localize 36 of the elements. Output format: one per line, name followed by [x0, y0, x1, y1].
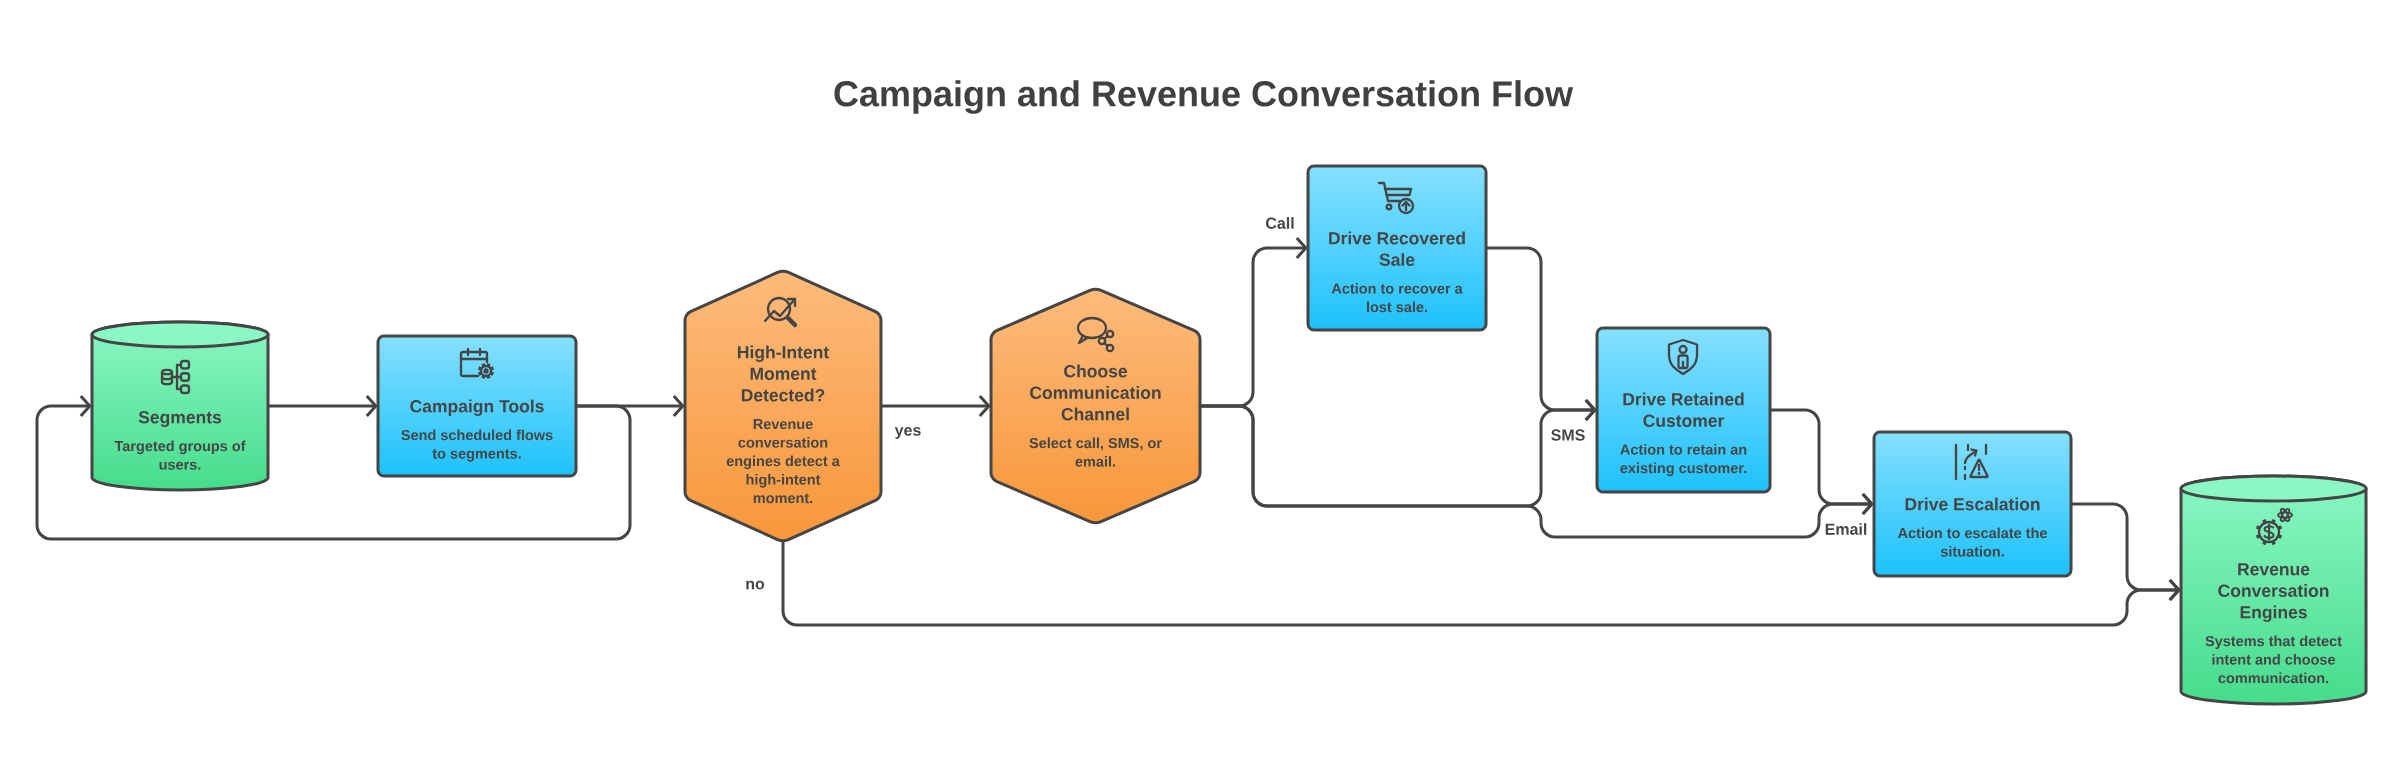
heading-text: Segments — [138, 411, 222, 427]
process-box — [1306, 164, 1488, 332]
edge-label: Email — [1823, 521, 1869, 537]
edge-label: yes — [893, 425, 923, 441]
process-box — [1595, 326, 1772, 494]
description-text: Action to escalate the situation. — [1897, 527, 2047, 557]
database-cylinder — [2179, 474, 2368, 706]
edge-label: no — [743, 579, 767, 591]
heading-text: High-Intent Moment Detected? — [738, 345, 829, 402]
arrow — [35, 395, 632, 541]
heading-text: Choose Communication Channel — [1030, 364, 1161, 421]
arrow — [2069, 502, 2181, 601]
process-box — [1872, 430, 2073, 578]
heading-text: Campaign Tools — [410, 399, 544, 416]
description-text: Systems that detect intent and choose communication. — [2205, 635, 2342, 684]
title: Campaign and Revenue Conversation Flow — [834, 80, 1574, 114]
heading-text: Drive Retained Customer — [1623, 392, 1744, 427]
description-text: Send scheduled flows to segments. — [401, 429, 553, 462]
description-text: Action to recover a lost sale. — [1331, 283, 1463, 313]
description-text: Revenue conversation engines detect a high-intent moment. — [726, 419, 840, 504]
arrow — [266, 395, 378, 417]
description-text: Select call, SMS, or email. — [1029, 437, 1162, 467]
decision-hexagon — [683, 269, 883, 543]
database-cylinder — [90, 320, 270, 492]
heading-text: Drive Recovered Sale — [1329, 231, 1465, 266]
arrow — [1768, 408, 1874, 515]
decision-hexagon — [989, 287, 1202, 525]
arrow — [1484, 246, 1597, 421]
heading-text: Revenue Conversation Engines — [2218, 563, 2329, 622]
heading-text: Drive Escalation — [1905, 497, 2040, 511]
description-text: Targeted groups of users. — [114, 440, 246, 470]
process-box — [376, 334, 578, 478]
edge-label: SMS — [1549, 427, 1587, 443]
edge-label: Call — [1263, 215, 1297, 231]
description-text: Action to retain an existing customer. — [1620, 444, 1747, 477]
arrow — [879, 395, 991, 417]
